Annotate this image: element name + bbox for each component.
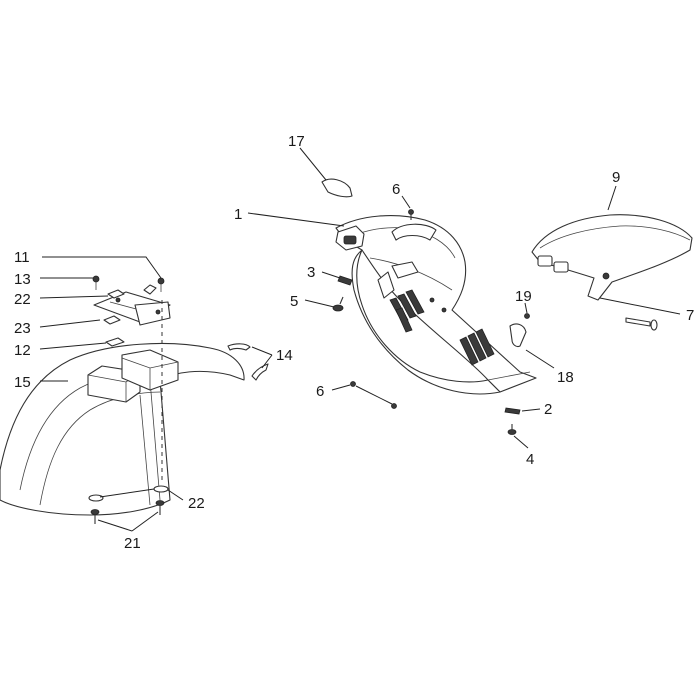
callout-18: 18 [557, 369, 574, 386]
spring-2 [504, 407, 521, 415]
screw-7 [625, 317, 658, 331]
vent-slots [389, 289, 495, 366]
callout-13: 13 [14, 271, 31, 288]
callout-2: 2 [544, 401, 552, 418]
screw-5 [332, 296, 344, 312]
callout-22-bottom: 22 [188, 495, 205, 512]
screw-6-bottom [350, 381, 397, 409]
callout-4: 4 [526, 451, 534, 468]
callout-6-top: 6 [392, 181, 400, 198]
clip-18 [509, 323, 527, 348]
callout-23: 23 [14, 320, 31, 337]
callout-21: 21 [124, 535, 141, 552]
callouts: 1 17 6 3 5 6 2 4 19 18 7 9 11 13 22 23 1… [14, 133, 694, 552]
clip-17 [321, 178, 353, 198]
screw-6-top [408, 209, 414, 220]
screw-19 [524, 313, 530, 319]
side-cover [531, 214, 693, 301]
callout-12: 12 [14, 342, 31, 359]
front-fender [0, 342, 245, 516]
leg-shield-panel [335, 215, 537, 395]
callout-3: 3 [307, 264, 315, 281]
bolts-13-11 [92, 275, 165, 292]
leader-lines [39, 147, 681, 532]
callout-14: 14 [276, 347, 293, 364]
callout-19: 19 [515, 288, 532, 305]
callout-9: 9 [612, 169, 620, 186]
callout-6-bottom: 6 [316, 383, 324, 400]
callout-5: 5 [290, 293, 298, 310]
callout-7: 7 [686, 307, 694, 324]
wire-clips [227, 343, 269, 381]
callout-11: 11 [14, 249, 30, 266]
spring-3 [337, 275, 353, 286]
screw-4 [507, 424, 517, 435]
callout-17: 17 [288, 133, 305, 150]
screws-21 [90, 500, 165, 524]
mounting-bracket [93, 291, 171, 326]
small-clips [103, 284, 157, 347]
callout-15: 15 [14, 374, 31, 391]
callout-22-top: 22 [14, 291, 31, 308]
callout-1: 1 [234, 206, 242, 223]
washers [88, 485, 169, 502]
